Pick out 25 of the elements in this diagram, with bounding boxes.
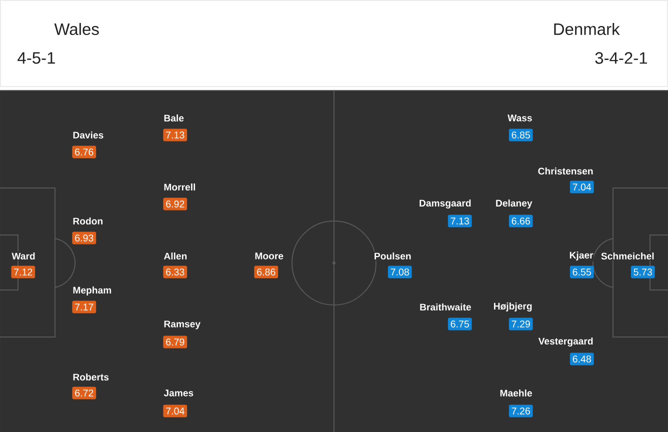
rating-badge: 7.17 bbox=[72, 300, 96, 314]
rating-badge: 7.12 bbox=[11, 266, 36, 278]
player-name: Wass bbox=[507, 114, 533, 122]
team-name: Wales bbox=[54, 22, 99, 36]
player-name: Kjaer bbox=[568, 250, 594, 262]
rating-badge: 6.72 bbox=[72, 386, 96, 400]
player-name: James bbox=[163, 388, 194, 398]
rating-badge: 6.76 bbox=[72, 146, 96, 158]
rating-badge: 6.33 bbox=[163, 266, 188, 278]
player-name: Vestergaard bbox=[538, 336, 594, 348]
rating-badge: 7.04 bbox=[163, 404, 188, 418]
formation: 4-5-1 bbox=[18, 52, 55, 64]
rating-badge: 6.79 bbox=[163, 336, 188, 348]
rating-badge: 6.92 bbox=[163, 198, 188, 210]
player-name: Damsgaard bbox=[418, 198, 472, 210]
rating-badge: 6.93 bbox=[72, 232, 96, 244]
team-name: Denmark bbox=[554, 22, 620, 36]
formation: 3-4-2-1 bbox=[595, 52, 647, 64]
player-name: Højbjerg bbox=[492, 302, 533, 312]
rating-badge: 7.13 bbox=[163, 128, 188, 142]
player-name: Ramsey bbox=[163, 320, 202, 330]
player-name: Moore bbox=[254, 252, 284, 260]
rating-badge: 6.86 bbox=[254, 266, 278, 278]
player-name: Delaney bbox=[494, 198, 533, 210]
player-name: Mepham bbox=[72, 286, 112, 296]
